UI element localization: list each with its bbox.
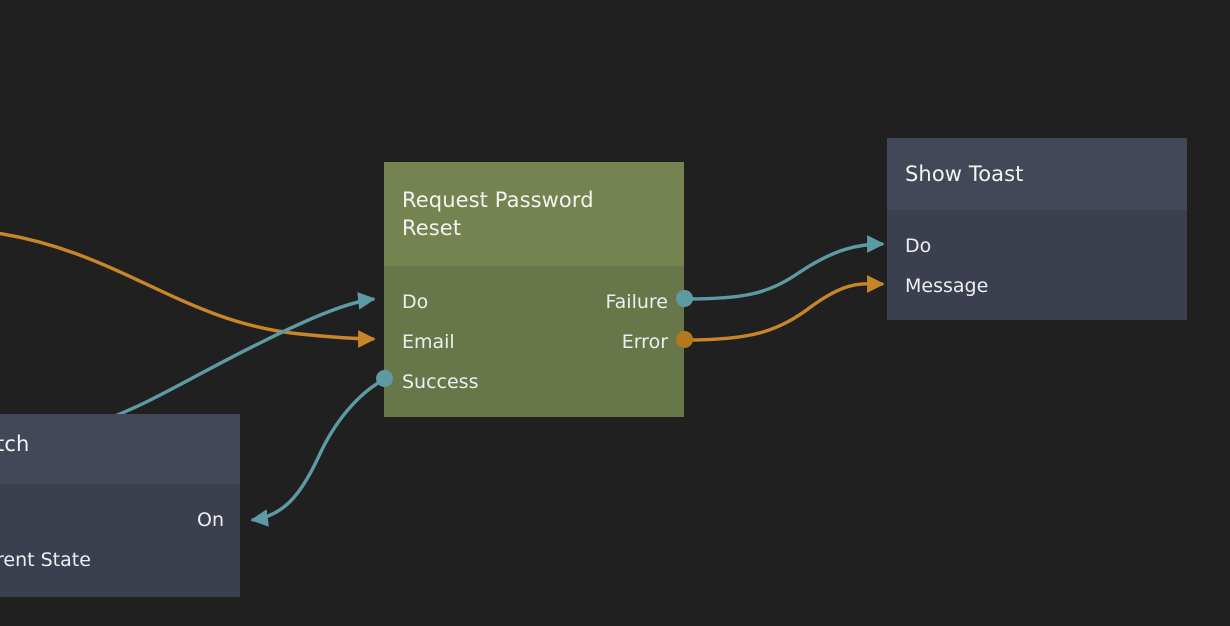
node-request-password-reset-header: Request Password Reset [384, 162, 684, 266]
node-show-toast-body: Do Message [887, 210, 1187, 320]
port-rpr-failure[interactable]: Failure [605, 292, 668, 312]
port-rpr-email-label: Email [402, 331, 455, 353]
node-show-toast-title: Show Toast [905, 162, 1024, 186]
port-dot-rpr-success[interactable] [376, 370, 393, 387]
port-dot-rpr-failure[interactable] [676, 290, 693, 307]
port-rpr-success-label: Success [402, 371, 479, 393]
port-rpr-success[interactable]: Success [402, 372, 478, 392]
edge-failure-to-do [685, 235, 885, 301]
port-show-toast-do-label: Do [905, 235, 932, 257]
port-show-toast-message[interactable]: Message [905, 276, 988, 296]
edge-email-input [0, 231, 376, 348]
port-switch-current-state-label: rent State [0, 549, 91, 571]
edge-do-input [103, 292, 376, 422]
port-rpr-email[interactable]: Email [402, 332, 455, 352]
node-switch-header: tch [0, 414, 240, 484]
port-show-toast-message-label: Message [905, 275, 989, 297]
port-rpr-failure-label: Failure [605, 291, 668, 313]
port-rpr-do-label: Do [402, 291, 429, 313]
node-request-password-reset-body: Do Email Success Failure Error [384, 266, 684, 417]
node-show-toast-header: Show Toast [887, 138, 1187, 210]
port-dot-rpr-error[interactable] [676, 331, 693, 348]
port-switch-on-label: On [197, 509, 224, 531]
port-rpr-error[interactable]: Error [622, 332, 668, 352]
node-request-password-reset-title: Request Password Reset [402, 188, 594, 240]
port-switch-current-state[interactable]: rent State [0, 550, 91, 570]
node-request-password-reset[interactable]: Request Password Reset Do Email Success … [384, 162, 684, 417]
edge-error-to-message [685, 275, 885, 342]
node-show-toast[interactable]: Show Toast Do Message [887, 138, 1187, 320]
edge-success-to-on [250, 377, 386, 527]
port-rpr-error-label: Error [621, 331, 668, 353]
port-show-toast-do[interactable]: Do [905, 236, 931, 256]
node-switch-body: On rent State [0, 484, 240, 597]
node-switch-title: tch [0, 432, 30, 456]
port-rpr-do[interactable]: Do [402, 292, 428, 312]
port-switch-on[interactable]: On [197, 510, 224, 530]
node-switch[interactable]: tch On rent State [0, 414, 240, 597]
